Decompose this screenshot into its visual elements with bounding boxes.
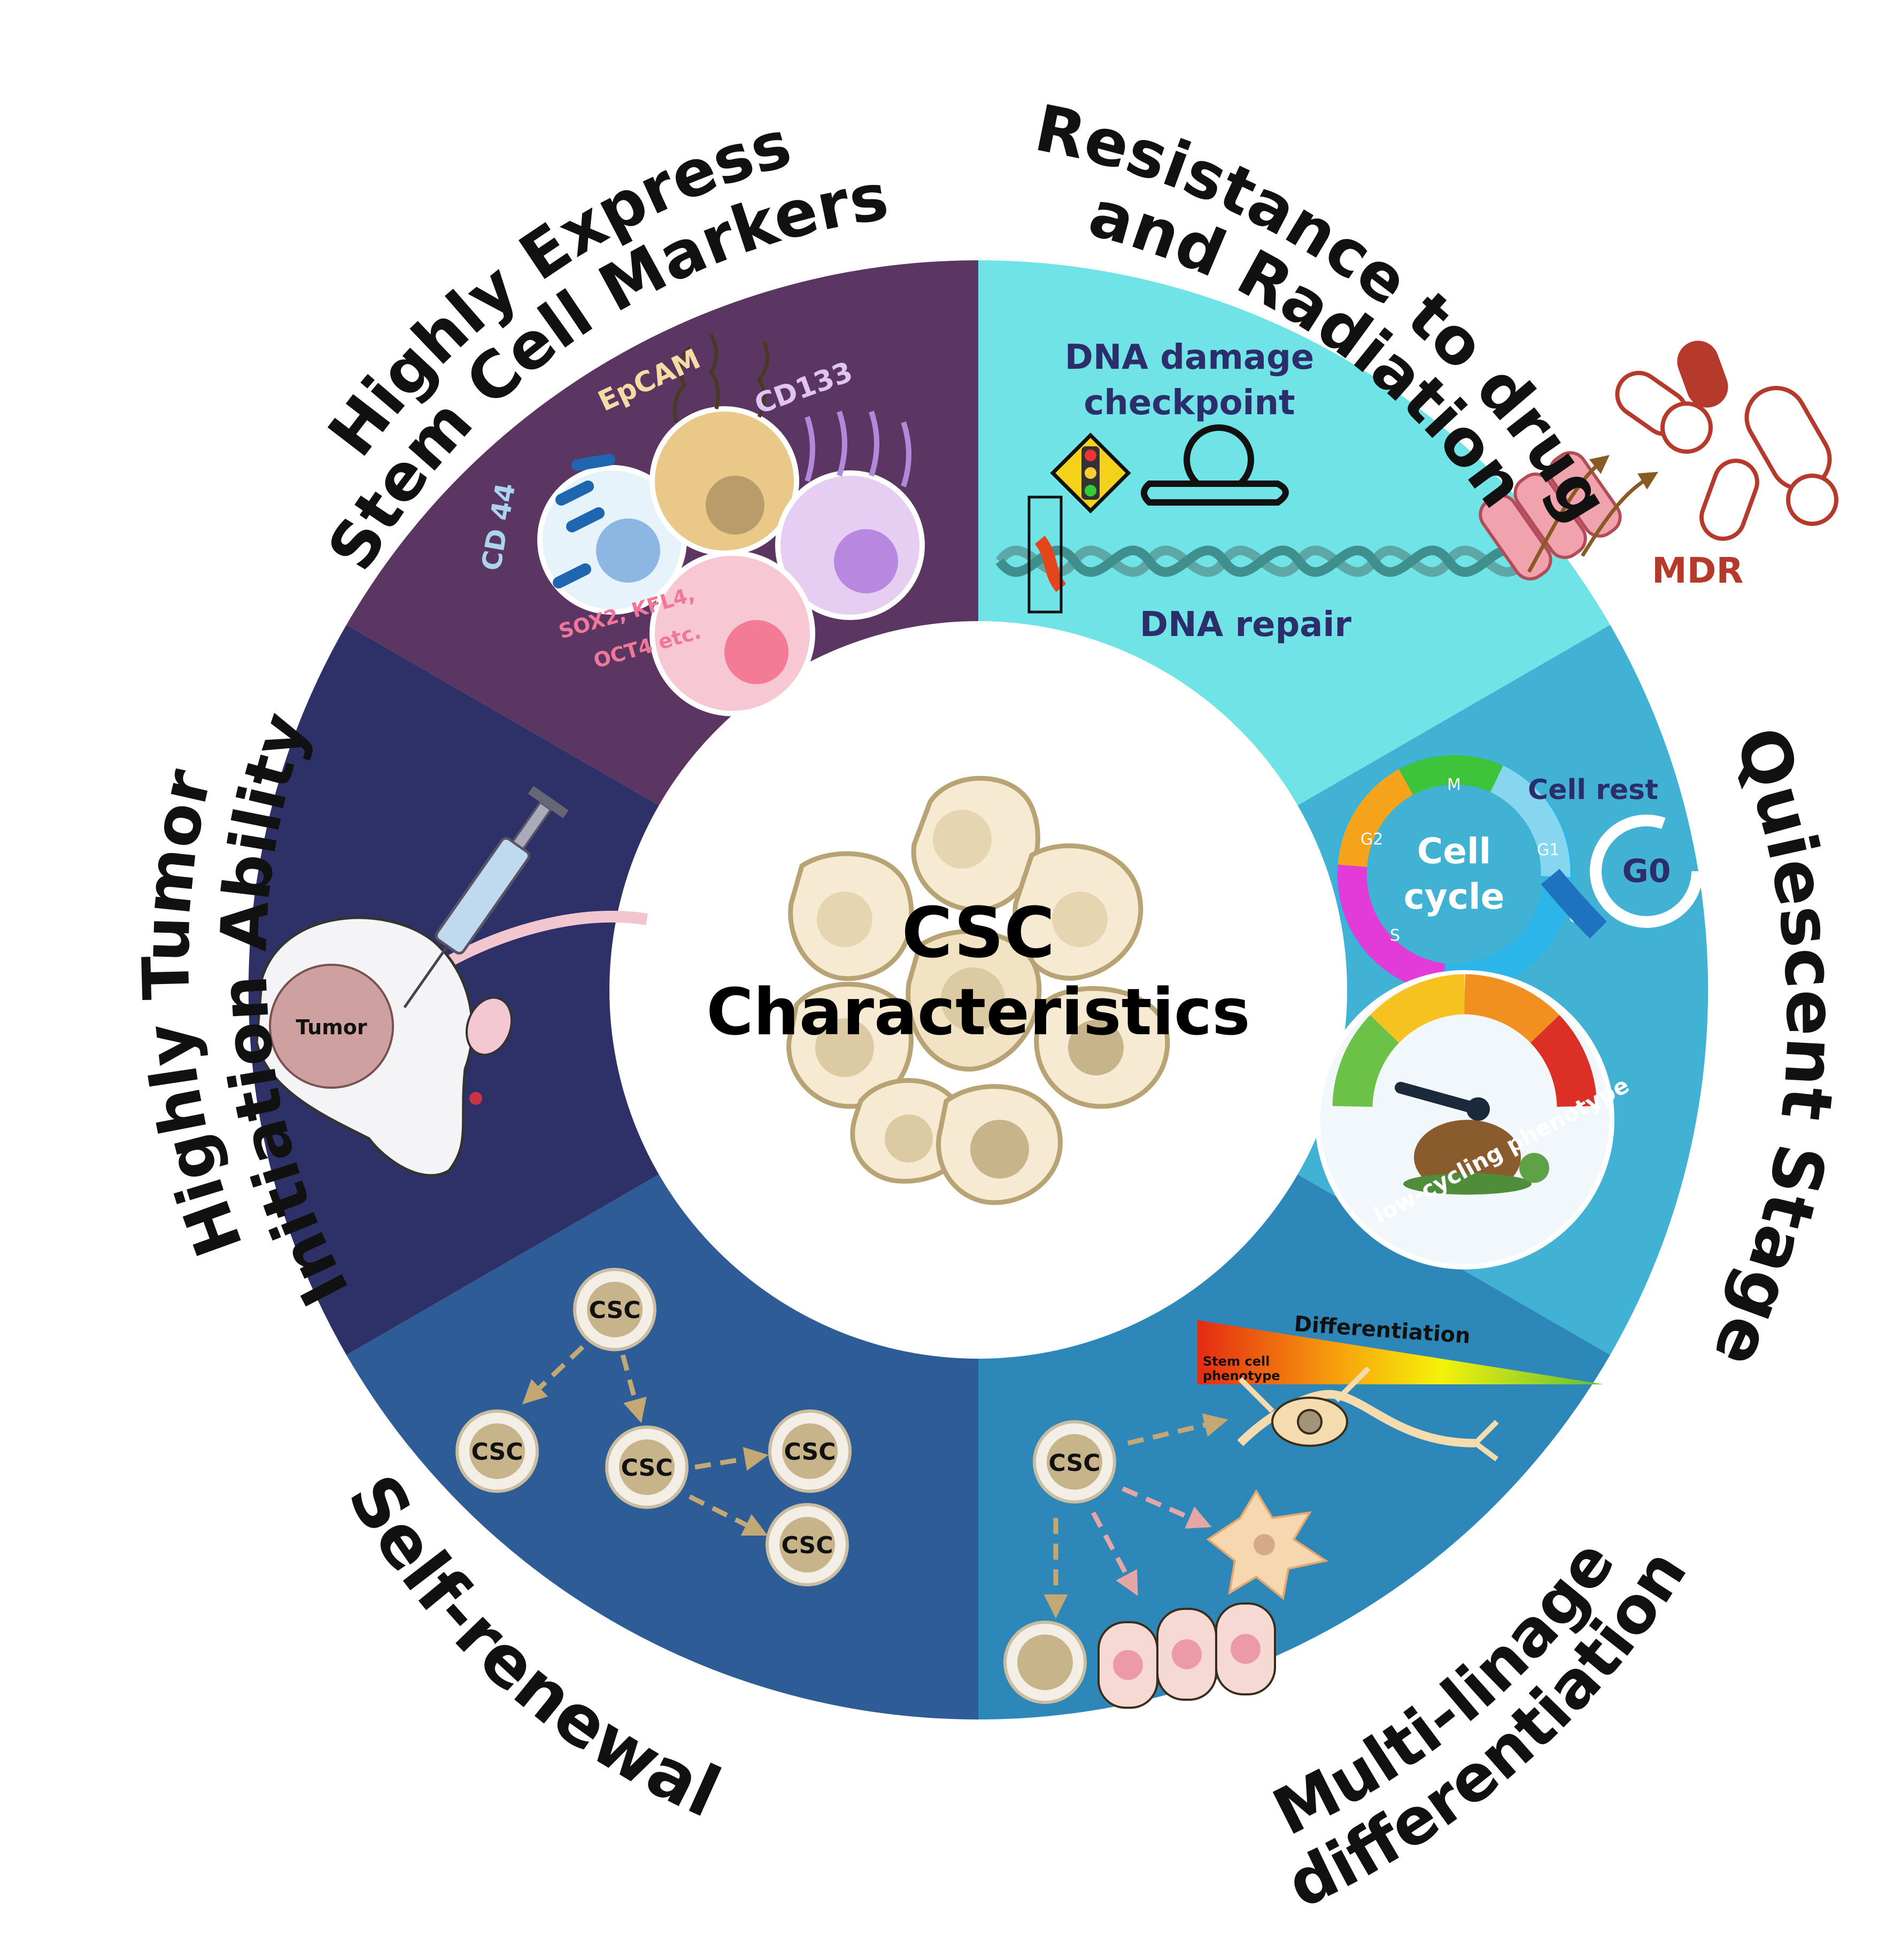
mouse-ear [465,996,513,1056]
traffic-light-icon [1050,432,1131,514]
wrench-gear-icon [1141,424,1289,506]
tumor-illustration: Tumor [255,786,648,1177]
gauge-hub [1466,1097,1490,1121]
csc-node-4: CSC [768,1409,852,1493]
phase-g2: G2 [1360,830,1383,849]
gauge-illustration: low-cycling phenotype [1315,970,1634,1269]
phase-s: S [1390,926,1400,945]
resistance-illustration: DNA damage checkpoint DNA repair [995,338,1528,645]
cell-cycle-g2-arc [1338,769,1413,867]
mouse-tail [435,910,648,973]
gauge-orange [1464,974,1559,1043]
csc-node-5: CSC [766,1503,849,1586]
gauge-needle [1395,1082,1484,1115]
center-title-line2: Characteristics [706,975,1250,1050]
arrow-to-neuron [1127,1413,1228,1446]
csc-node-4-label: CSC [784,1438,836,1466]
checkpoint-label-line2: checkpoint [1084,383,1295,423]
gauge-red [1530,1015,1597,1107]
cd44-nucleus [596,518,660,583]
csc-node-2-label: CSC [471,1438,523,1466]
gauge-green [1332,1015,1400,1107]
cd133-nucleus [834,529,898,593]
csc-node-3: CSC [605,1426,689,1509]
daughter-csc-nucleus [1017,1634,1073,1690]
epcam-receptors [672,333,770,423]
tumor-label: Tumor [296,1016,367,1039]
multi-lineage-illustration: Differentiation Stem cell phenotype CSC [1003,1312,1604,1709]
mouse-eye [469,1092,482,1105]
tumor-mass [269,964,394,1089]
neuron-icon [1237,1366,1499,1461]
g0-branch [1541,869,1607,939]
phase-m: M [1447,776,1461,794]
dna-repair-label: DNA repair [1140,605,1351,645]
astrocyte-icon [1206,1489,1329,1600]
csc-node-1-label: CSC [589,1297,640,1324]
checkpoint-label-line1: DNA damage [1065,338,1315,377]
gradient-bottom-label-1: Stem cell [1203,1354,1270,1369]
cd133-receptors [805,410,911,487]
csc-node-5-label: CSC [781,1532,833,1559]
pill-icons [1615,340,1838,541]
g0-cycle-icon [1590,815,1703,928]
syringe-icon [403,786,569,1009]
renewal-arrow-2 [620,1354,647,1423]
g0-label: G0 [1622,853,1671,890]
epithelial-nuclei [1113,1634,1261,1680]
epcam-nucleus [706,476,764,534]
turtle-icon [1403,1120,1549,1195]
arrow-to-astrocyte [1122,1486,1212,1529]
mdr-label: MDR [1652,550,1743,591]
cell-cycle-s-arc [1337,864,1445,993]
title-quiescent: Quiescent Stage [1697,717,1851,1379]
phase-g1: G1 [1537,841,1559,859]
center-title-line1: CSC [902,892,1055,973]
multi-csc-label: CSC [1048,1450,1100,1477]
sox-nucleus [724,620,788,684]
dna-helix-icon [995,495,1528,614]
cell-cycle-g1-arc [1490,765,1571,878]
renewal-arrow-3 [694,1447,769,1471]
multi-csc-nucleus [1047,1434,1102,1490]
csc-node-2: CSC [455,1409,539,1493]
cell-rest-label: Cell rest [1528,774,1658,806]
csc-node-3-label: CSC [621,1454,672,1482]
csc-node-1: CSC [573,1268,656,1351]
cell-cycle-m-arc [1399,755,1503,795]
csc-cell-nuclei [815,810,1124,1179]
cell-cycle-label-line1: Cell [1417,831,1491,872]
renewal-arrow-4 [688,1494,768,1536]
csc-cell-cluster [786,776,1170,1205]
mdr-efflux-arrow-2 [1581,471,1659,557]
mdr-efflux-arrow-1 [1527,455,1610,573]
gauge-yellow [1370,974,1466,1043]
cd44-receptors [553,454,615,588]
cell-cycle-label-line2: cycle [1404,876,1505,917]
self-renewal-illustration: CSC CSC CSC CSC CSC [455,1268,852,1586]
mdr-illustration: MDR [1479,340,1838,591]
differentiation-gradient [1197,1320,1604,1384]
arrow-to-epithelium [1091,1511,1138,1596]
renewal-arrow-1 [522,1345,585,1405]
